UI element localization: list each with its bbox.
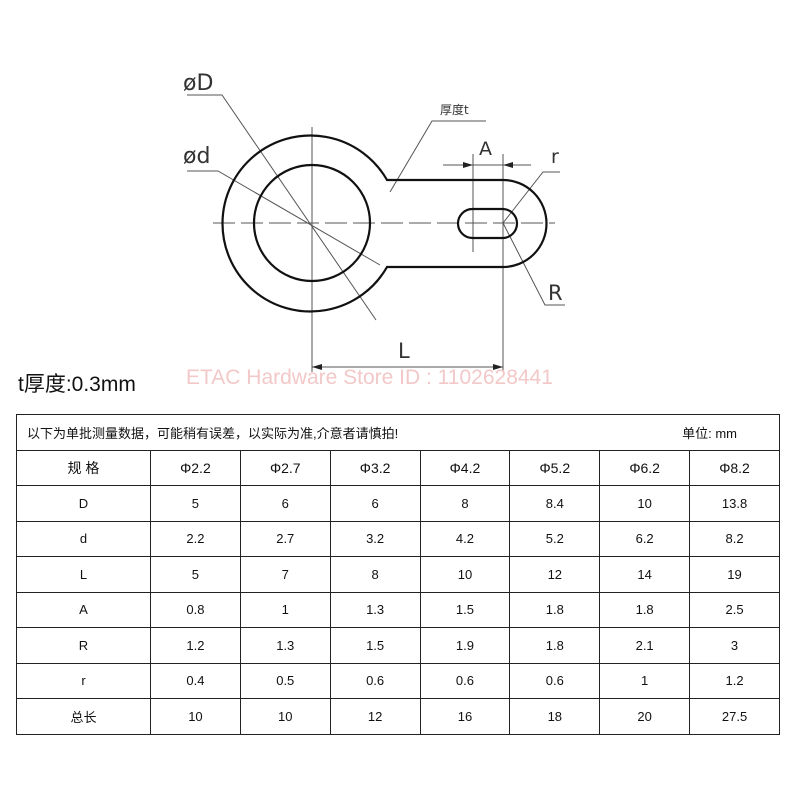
table-cell: 0.8 [150, 591, 241, 628]
table-cell: 1.3 [329, 591, 421, 628]
table-cell: 5.2 [509, 520, 601, 557]
table-cell: 2.1 [599, 627, 691, 664]
header-size: Φ4.2 [419, 449, 511, 486]
terminal-outline [221, 134, 548, 313]
table-cell: 1.8 [509, 627, 601, 664]
table-cell: 16 [419, 698, 511, 735]
table-cell: 18 [509, 698, 601, 735]
table-cell: 10 [239, 698, 331, 735]
table-cell: 7 [239, 556, 331, 593]
table-cell: 8.2 [689, 520, 780, 557]
header-spec-label: 规 格 [16, 449, 151, 486]
table-cell: 19 [689, 556, 780, 593]
measurement-note: 以下为单批测量数据，可能稍有误差，以实际为准,介意者请慎拍! [27, 425, 399, 441]
thickness-leader [389, 120, 486, 193]
table-cell: 1 [599, 662, 691, 699]
unit-label: 单位: mm [682, 425, 737, 441]
table-cell: 6.2 [599, 520, 691, 557]
table-cell: 0.6 [419, 662, 511, 699]
thickness-note: t厚度:0.3mm [18, 373, 136, 396]
table-cell: 10 [419, 556, 511, 593]
row-label: L [16, 556, 151, 593]
table-cell: 6 [329, 485, 421, 522]
table-cell: 1.9 [419, 627, 511, 664]
label-thickness: 厚度t [440, 102, 469, 117]
table-cell: 14 [599, 556, 691, 593]
table-cell: 10 [150, 698, 241, 735]
row-label: A [16, 591, 151, 628]
table-cell: 3 [689, 627, 780, 664]
table-cell: 0.5 [239, 662, 331, 699]
table-note-cell: 以下为单批测量数据，可能稍有误差，以实际为准,介意者请慎拍! 单位: mm [16, 414, 780, 451]
label-tab-radius: R [548, 281, 563, 305]
table-cell: 1.8 [509, 591, 601, 628]
table-cell: 3.2 [329, 520, 421, 557]
table-cell: 2.7 [239, 520, 331, 557]
header-size: Φ8.2 [689, 449, 780, 486]
table-cell: 20 [599, 698, 691, 735]
table-cell: 1 [239, 591, 331, 628]
table-cell: 5 [150, 485, 241, 522]
table-cell: 0.4 [150, 662, 241, 699]
ring-terminal-drawing: øD ød 厚度t A r R L [183, 71, 565, 372]
table-cell: 13.8 [689, 485, 780, 522]
store-watermark: ETAC Hardware Store ID : 1102628441 [186, 366, 553, 389]
table-cell: 4.2 [419, 520, 511, 557]
table-cell: 0.6 [329, 662, 421, 699]
header-size: Φ3.2 [329, 449, 421, 486]
row-label: d [16, 520, 151, 557]
slot-radius-leader [502, 171, 560, 224]
table-cell: 27.5 [689, 698, 780, 735]
ring-hole [252, 163, 372, 283]
table-cell: 8.4 [509, 485, 601, 522]
header-size: Φ2.7 [239, 449, 331, 486]
row-label: D [16, 485, 151, 522]
table-cell: 2.2 [150, 520, 241, 557]
table-cell: 6 [239, 485, 331, 522]
row-label: R [16, 627, 151, 664]
row-label: r [16, 662, 151, 699]
header-size: Φ5.2 [509, 449, 601, 486]
header-size: Φ2.2 [150, 449, 241, 486]
label-slot-width: A [479, 138, 492, 160]
table-cell: 10 [599, 485, 691, 522]
spec-table: 以下为单批测量数据，可能稍有误差，以实际为准,介意者请慎拍! 单位: mm 规 … [16, 414, 780, 735]
row-label: 总长 [16, 698, 151, 735]
label-outer-diameter: øD [183, 71, 213, 96]
label-slot-radius: r [551, 146, 559, 168]
table-cell: 2.5 [689, 591, 780, 628]
table-cell: 1.2 [689, 662, 780, 699]
table-cell: 1.5 [329, 627, 421, 664]
table-cell: 8 [419, 485, 511, 522]
label-inner-diameter: ød [183, 144, 210, 169]
table-cell: 5 [150, 556, 241, 593]
table-cell: 12 [329, 698, 421, 735]
inner-diameter-leader [187, 170, 381, 266]
outer-diameter-leader [187, 94, 377, 321]
table-cell: 8 [329, 556, 421, 593]
table-cell: 1.8 [599, 591, 691, 628]
table-cell: 1.2 [150, 627, 241, 664]
table-cell: 1.5 [419, 591, 511, 628]
tab-radius-leader [502, 222, 565, 306]
header-size: Φ6.2 [599, 449, 691, 486]
table-cell: 0.6 [509, 662, 601, 699]
table-cell: 1.3 [239, 627, 331, 664]
label-length: L [398, 339, 410, 363]
table-cell: 12 [509, 556, 601, 593]
slot [456, 207, 519, 240]
